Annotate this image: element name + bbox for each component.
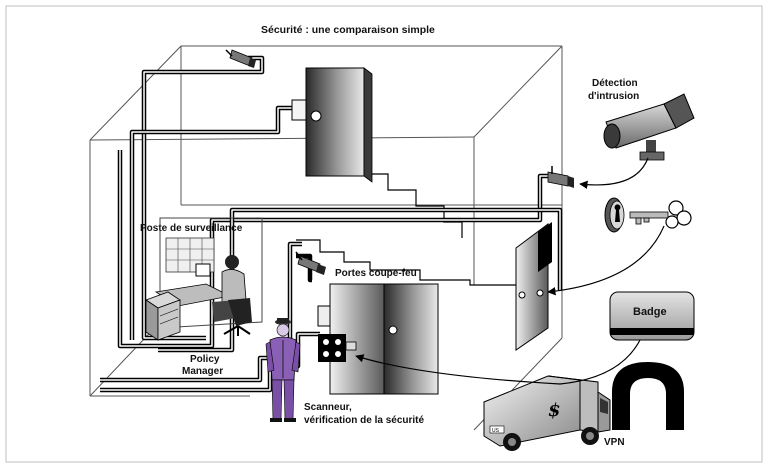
vpn-label: VPN: [604, 437, 625, 448]
top-door: [291, 67, 373, 183]
monitoring-station-label: Poste de surveillance: [140, 223, 243, 234]
badge-card-icon: [609, 291, 695, 341]
scanner-label-line1: Scanneur,: [304, 402, 352, 413]
staircase-lower: [296, 239, 520, 286]
arrow-intrusion: [579, 157, 649, 189]
security-camera-icon: [225, 49, 256, 68]
security-camera-icon: [603, 93, 695, 161]
security-camera-icon: [547, 166, 574, 188]
lock-icon: [604, 197, 625, 233]
vpn-tunnel-icon: [612, 362, 684, 430]
side-door: [515, 222, 552, 351]
key-icon: [629, 200, 692, 229]
badge-label: Badge: [633, 306, 667, 318]
firewall-doors-label: Portes coupe-feu: [335, 268, 417, 279]
arrow-key: [547, 225, 665, 296]
scanner-label-line2: vérification de la sécurité: [304, 415, 425, 426]
intrusion-detection-label-line1: Détection: [592, 78, 638, 89]
operator-icon: [212, 255, 252, 336]
staircase: [359, 160, 463, 238]
guard-icon: [265, 318, 301, 422]
outer-frame: [5, 5, 763, 463]
door-keypad: [318, 334, 357, 362]
policy-manager-label-line2: Manager: [182, 366, 224, 377]
server-icon: [145, 291, 181, 341]
intrusion-detection-label-line2: d'intrusion: [588, 91, 640, 102]
firewall-doors: [317, 283, 439, 395]
policy-manager-label-line1: Policy: [190, 354, 220, 365]
truck-plate: US: [492, 428, 500, 434]
arrows: [355, 157, 665, 385]
arrow-badge: [355, 339, 641, 385]
diagram-title: Sécurité : une comparaison simple: [261, 24, 435, 36]
security-camera-icon: [295, 251, 326, 275]
armored-truck-icon: $ US: [483, 375, 611, 451]
truck-logo: $: [548, 400, 561, 421]
